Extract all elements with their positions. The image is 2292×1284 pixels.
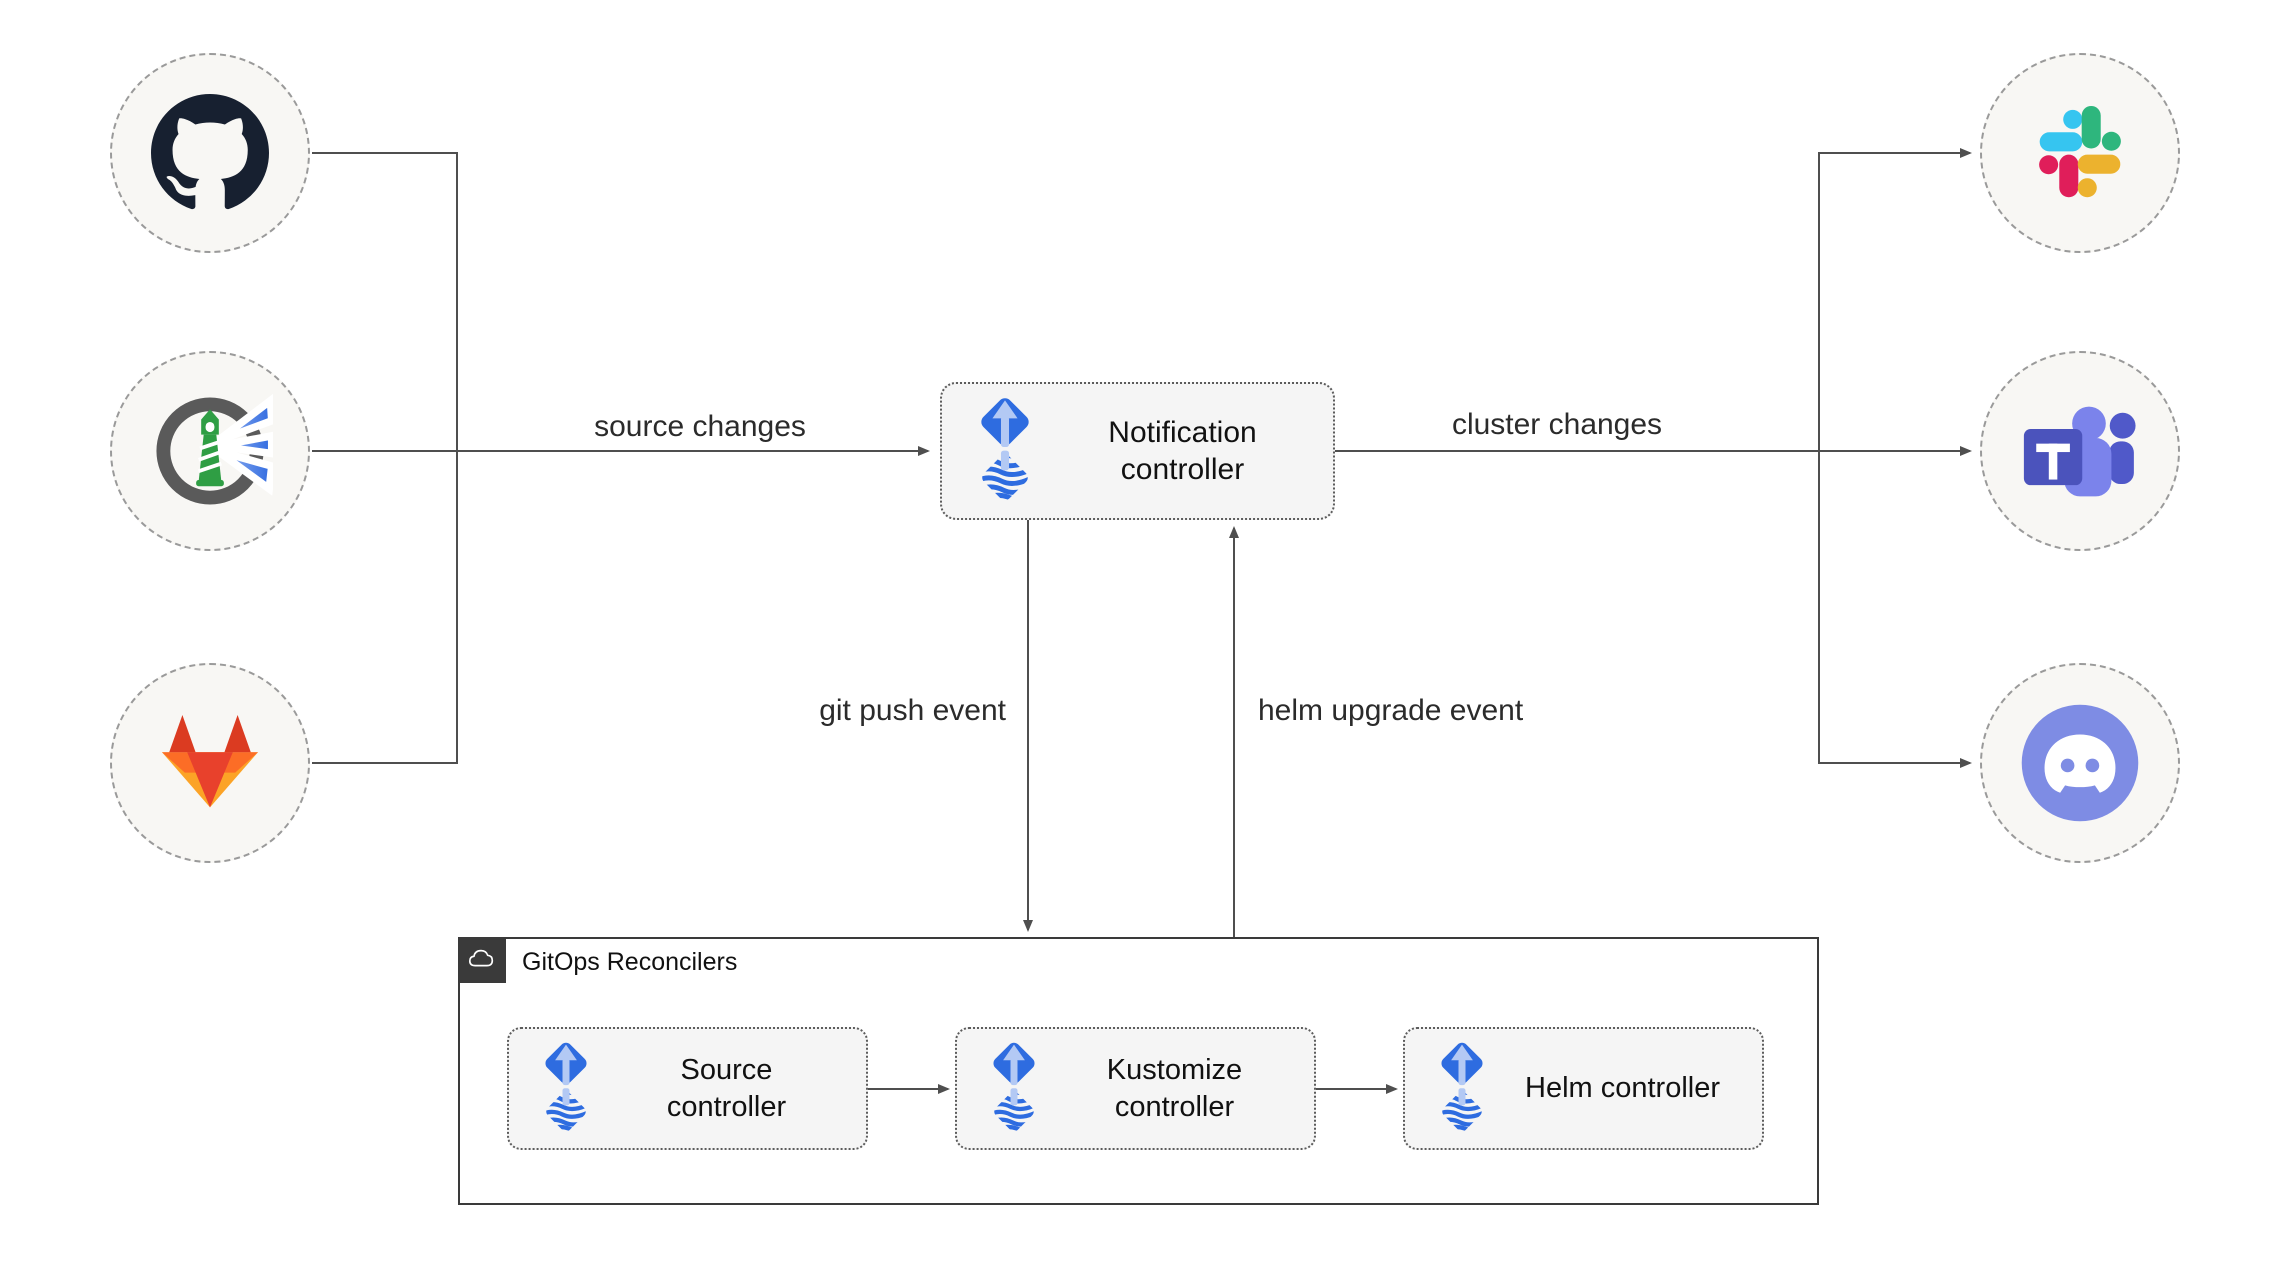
flux-icon <box>527 1040 605 1138</box>
flux-icon <box>1423 1040 1501 1138</box>
edge-label-helm-upgrade: helm upgrade event <box>1258 694 1524 727</box>
edge-label-cluster-changes: cluster changes <box>1451 408 1663 441</box>
slack-icon <box>2024 97 2136 209</box>
node-gitlab <box>110 663 310 863</box>
flux-icon <box>975 1040 1053 1138</box>
gitops-group-title: GitOps Reconcilers <box>522 948 738 976</box>
node-teams <box>1980 351 2180 551</box>
node-harbor <box>110 351 310 551</box>
harbor-icon <box>147 388 273 514</box>
github-icon <box>151 94 269 212</box>
edge-label-git-push: git push event <box>819 694 1006 727</box>
gitops-group-tab <box>458 937 506 983</box>
teams-icon <box>2017 401 2143 502</box>
node-slack <box>1980 53 2180 253</box>
kustomize-controller-box: Kustomize controller <box>955 1027 1316 1150</box>
source-controller-box: Source controller <box>507 1027 868 1150</box>
edge-label-source-changes: source changes <box>594 410 806 443</box>
node-github <box>110 53 310 253</box>
discord-icon <box>2018 701 2142 825</box>
helm-controller-box: Helm controller <box>1403 1027 1764 1150</box>
cloud-icon <box>466 945 498 975</box>
source-controller-label: Source controller <box>666 1054 787 1123</box>
notification-controller-box: Notification controller <box>940 382 1335 520</box>
notification-controller-label: Notification controller <box>1108 415 1257 487</box>
kustomize-controller-label: Kustomize controller <box>1106 1054 1243 1123</box>
flux-icon <box>960 395 1050 508</box>
gitlab-icon <box>150 709 270 817</box>
node-discord <box>1980 663 2180 863</box>
helm-controller-label: Helm controller <box>1525 1072 1720 1105</box>
